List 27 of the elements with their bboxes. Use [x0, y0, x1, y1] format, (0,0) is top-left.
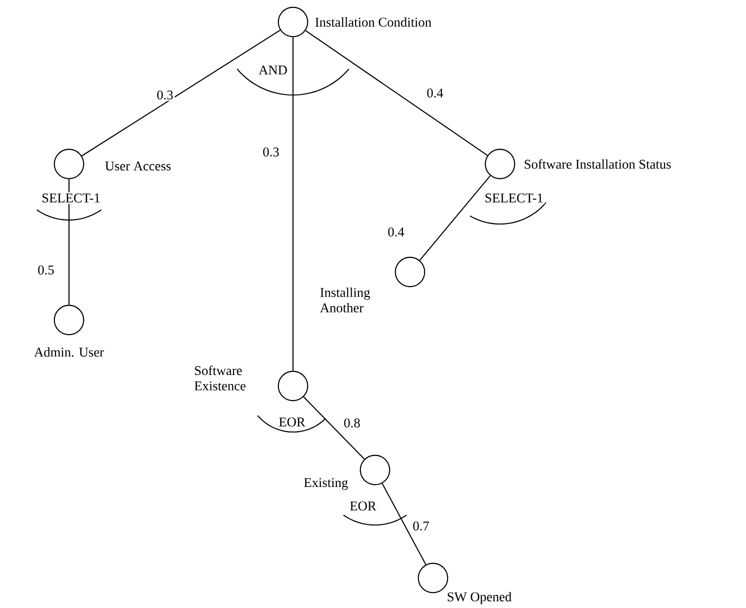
connector-line: [303, 396, 365, 460]
node-label: Software Installation Status: [524, 159, 671, 169]
node-label: Software Existence: [194, 366, 246, 390]
weight-label: 0.7: [411, 520, 431, 532]
connector-line: [68, 179, 70, 305]
node-label: Existing: [304, 478, 348, 490]
operator-label: SELECT-1: [40, 192, 102, 204]
node-label: SW Opened: [448, 592, 512, 604]
node-label: Installing Another: [320, 288, 370, 312]
weight-label: 0.8: [342, 417, 362, 429]
operator-label: SELECT-1: [483, 192, 545, 204]
weight-label: 0.3: [155, 89, 175, 101]
operator-label: EOR: [277, 416, 307, 428]
weight-label: 0.5: [36, 264, 56, 276]
connector-line: [382, 483, 426, 565]
node-label: User Access: [105, 162, 171, 170]
node-label: Admin. User: [34, 347, 104, 357]
weight-label: 0.4: [386, 226, 406, 238]
weight-label: 0.4: [425, 87, 445, 99]
weight-label: 0.3: [261, 146, 281, 158]
connector-line: [419, 175, 491, 261]
node-label: Installation Condition: [315, 17, 432, 27]
operator-label: AND: [257, 64, 289, 76]
operator-label: EOR: [348, 500, 378, 512]
connector-line: [305, 30, 488, 156]
connector-line: [292, 37, 294, 371]
connector-line: [82, 30, 280, 156]
